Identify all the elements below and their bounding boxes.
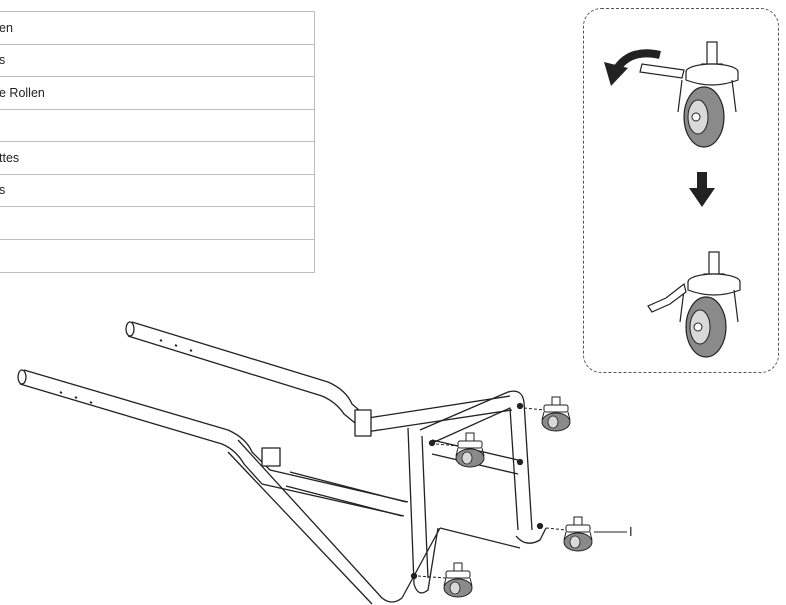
caster-3: [563, 516, 593, 552]
caster-dash-1: [523, 407, 545, 411]
parts-row-text: e Rollen: [0, 85, 45, 100]
caster-dash-3: [545, 527, 567, 531]
parts-row-3: e Rollen: [0, 77, 314, 110]
callout-label: I: [629, 524, 633, 539]
parts-row-5: ttes: [0, 142, 314, 175]
caster-lock-inset: [583, 8, 779, 373]
caster-dash-2: [435, 443, 459, 447]
parts-row-1: en: [0, 12, 314, 45]
parts-row-text: s: [0, 53, 6, 68]
caster-brake-locked-illustration: [647, 251, 741, 358]
caster-dash-4: [417, 575, 447, 579]
parts-row-7: [0, 207, 314, 240]
caster-4: [443, 562, 473, 598]
caster-brake-open-illustration: [639, 41, 739, 148]
parts-row-text: ttes: [0, 150, 20, 165]
down-arrow-icon: [689, 172, 715, 207]
parts-row-4: [0, 110, 314, 142]
parts-row-6: s: [0, 175, 314, 207]
caster-2: [455, 432, 485, 468]
caster-1: [541, 396, 571, 432]
parts-row-text: s: [0, 183, 6, 198]
rotate-arrow-icon: [604, 49, 661, 86]
parts-row-2: s: [0, 45, 314, 77]
frame-illustration: [17, 321, 547, 605]
parts-table: en s e Rollen ttes s: [0, 11, 315, 273]
parts-row-text: en: [0, 20, 13, 35]
